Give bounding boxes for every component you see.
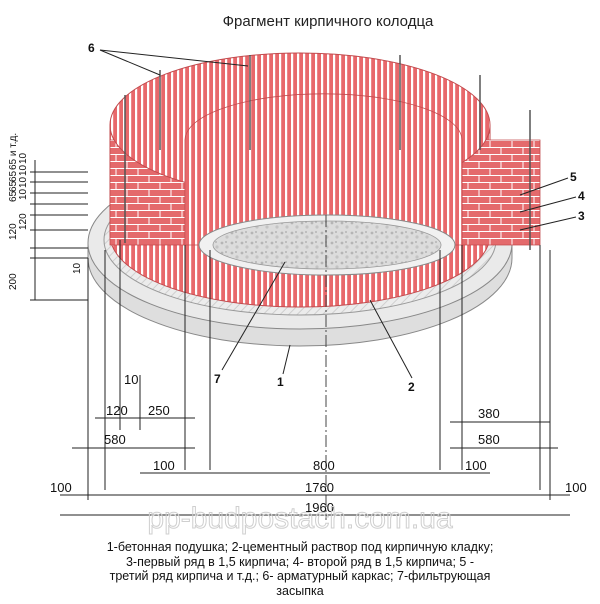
legend-line-3: третий ряд кирпича и т.д.; 6- арматурный…: [109, 569, 491, 583]
callout-5-label: 5: [570, 170, 577, 184]
legend-line-4: засыпка: [276, 583, 324, 598]
vertical-dimensions: 65 и т.д. 65 65 65 10 10 10 10 120 120 2…: [8, 133, 88, 301]
watermark-text: pp-budpostach.com.ua: [147, 502, 453, 535]
hdim-120: 120: [106, 403, 128, 418]
diagram-title: Фрагмент кирпичного колодца: [223, 13, 434, 30]
vdim-10b: 10: [18, 176, 29, 188]
rebar-rods: [124, 55, 531, 250]
hdim-100-left: 100: [153, 458, 175, 473]
hdim-100-right: 100: [465, 458, 487, 473]
callouts-bottom: 7 1 2: [214, 261, 415, 394]
hdim-1760: 1760: [305, 480, 334, 495]
callout-7-label: 7: [214, 372, 221, 386]
vdim-120a: 120: [8, 223, 19, 240]
vdim-65b: 65: [8, 180, 19, 192]
legend-line-2: 3-первый ряд в 1,5 кирпича; 4- второй ря…: [125, 554, 475, 569]
vdim-200: 200: [8, 273, 19, 290]
callout-6-label: 6: [88, 41, 95, 55]
horizontal-dim-labels: 10 120 250 580 380 580 100 800 100 100 1…: [50, 372, 587, 515]
hdim-10: 10: [124, 372, 138, 387]
vdim-10c: 10: [18, 164, 29, 176]
callout-1-label: 1: [277, 375, 284, 389]
hdim-800: 800: [313, 458, 335, 473]
hdim-250: 250: [148, 403, 170, 418]
vdim-65c: 65: [8, 170, 19, 182]
callout-3-label: 3: [578, 209, 585, 223]
callout-4-label: 4: [578, 189, 585, 203]
hdim-1960: 1960: [305, 500, 334, 515]
vdim-10-base: 10: [72, 262, 83, 274]
horizontal-dimensions: [60, 240, 570, 516]
vdim-10d: 10: [18, 152, 29, 164]
callouts-right: 5 4 3: [519, 170, 585, 231]
vdim-120b: 120: [18, 213, 29, 230]
legend: 1-бетонная подушка; 2-цементный раствор …: [0, 540, 600, 598]
legend-line-1: 1-бетонная подушка; 2-цементный раствор …: [106, 540, 494, 554]
filter-fill: [198, 214, 456, 276]
callout-2-label: 2: [408, 380, 415, 394]
hdim-100-outer-left: 100: [50, 480, 72, 495]
hdim-580-right: 580: [478, 432, 500, 447]
hdim-380: 380: [478, 406, 500, 421]
callout-6: 6: [88, 41, 249, 76]
hdim-100-outer-right: 100: [565, 480, 587, 495]
vdim-65-etc: 65 и т.д.: [8, 133, 19, 170]
vdim-65a: 65: [8, 190, 19, 202]
vdim-10a: 10: [18, 188, 29, 200]
hdim-580-left: 580: [104, 432, 126, 447]
